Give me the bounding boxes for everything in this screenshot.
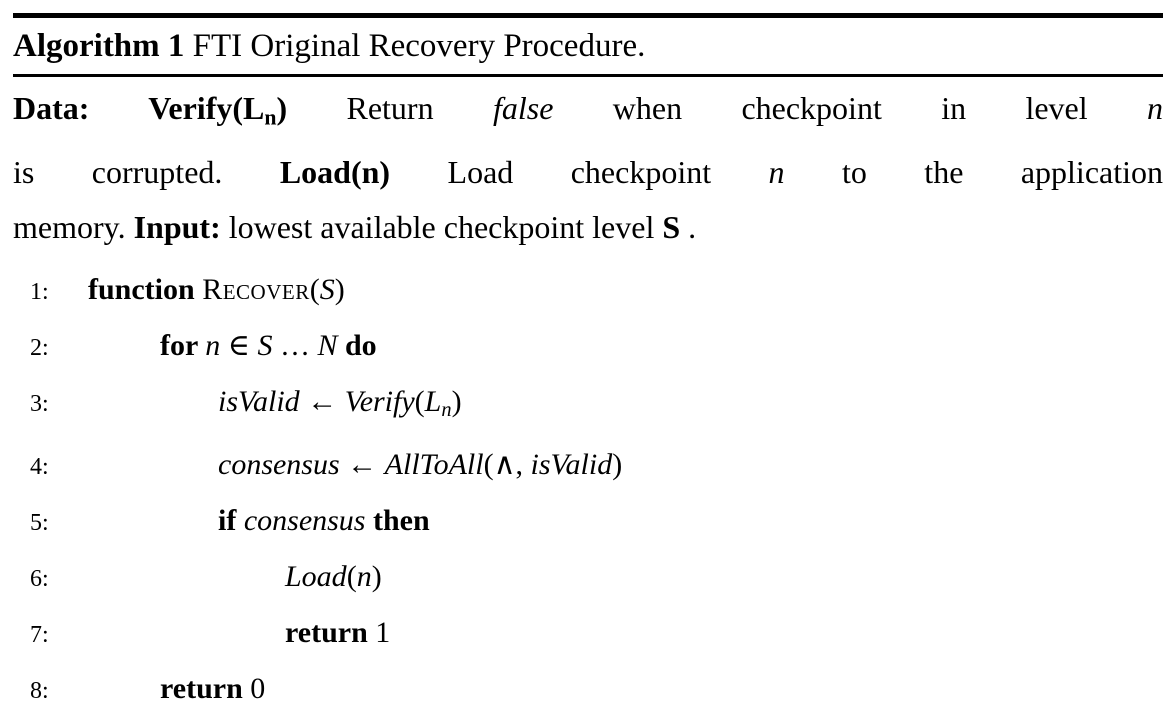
text-segment: then bbox=[365, 503, 430, 537]
text-segment: lowest available checkpoint level bbox=[220, 209, 663, 246]
code-line: 7: return 1 bbox=[13, 606, 1163, 662]
line-number: 7: bbox=[30, 621, 49, 648]
text-segment: ) bbox=[371, 559, 382, 593]
line-number: 5: bbox=[30, 509, 49, 536]
code-content: function Recover(S) bbox=[88, 263, 345, 317]
text-segment: false bbox=[492, 90, 554, 126]
text-segment: ) bbox=[612, 447, 623, 481]
text-segment: when checkpoint in level bbox=[553, 90, 1148, 126]
text-segment: ∈ bbox=[220, 329, 258, 363]
text-segment: ) bbox=[276, 90, 288, 126]
text-segment: if bbox=[218, 503, 244, 537]
text-segment: n bbox=[356, 559, 372, 593]
text-segment: Load checkpoint bbox=[390, 154, 769, 191]
code-line: 4: consensus ← AllToAll(∧, isValid) bbox=[13, 438, 1163, 494]
text-segment: Load(n) bbox=[279, 154, 391, 191]
text-segment: Input: bbox=[133, 209, 221, 246]
text-segment: L bbox=[424, 385, 442, 419]
line-number: 3: bbox=[30, 391, 49, 418]
text-segment: n bbox=[1147, 90, 1164, 126]
top-rule bbox=[13, 13, 1163, 18]
text-segment: (∧, bbox=[483, 447, 531, 481]
algorithm-label: Algorithm 1 bbox=[13, 28, 193, 64]
text-segment: return bbox=[285, 615, 376, 649]
text-segment: ← bbox=[299, 385, 345, 419]
preamble-line: Data: Verify(Ln) Return false when check… bbox=[13, 81, 1163, 145]
code-line: 2: for n ∈ S … N do bbox=[13, 319, 1163, 375]
code-content: for n ∈ S … N do bbox=[160, 319, 377, 373]
text-segment: isValid bbox=[218, 385, 300, 419]
text-segment: ← bbox=[339, 447, 385, 481]
text-segment: Recover bbox=[202, 273, 310, 307]
line-number: 8: bbox=[30, 677, 49, 704]
text-segment: memory. bbox=[13, 209, 134, 246]
text-segment: function bbox=[88, 273, 203, 307]
text-segment: n bbox=[441, 399, 452, 422]
line-number: 4: bbox=[30, 453, 49, 480]
text-segment: ( bbox=[414, 385, 425, 419]
line-number: 6: bbox=[30, 565, 49, 592]
code-content: return 1 bbox=[285, 606, 390, 660]
code-line: 8: return 0 bbox=[13, 662, 1163, 710]
algorithm-name: FTI Original Recovery Procedure. bbox=[192, 28, 646, 64]
code-line: 5: if consensus then bbox=[13, 494, 1163, 550]
text-segment: do bbox=[337, 329, 377, 363]
code-content: return 0 bbox=[160, 662, 265, 710]
code-line: 3: isValid ← Verify(Ln) bbox=[13, 375, 1163, 437]
line-number: 1: bbox=[30, 279, 49, 306]
text-segment: S bbox=[319, 273, 335, 307]
text-segment: Verify(L bbox=[148, 90, 265, 126]
text-segment: Verify bbox=[344, 385, 415, 419]
code-content: Load(n) bbox=[285, 550, 382, 604]
text-segment: isValid bbox=[530, 447, 613, 481]
text-segment: return bbox=[160, 671, 251, 705]
text-segment: . bbox=[680, 209, 697, 246]
text-segment: Load bbox=[285, 559, 347, 593]
text-segment: Return bbox=[287, 90, 493, 126]
text-segment: Data: bbox=[13, 90, 149, 126]
text-segment: … bbox=[272, 329, 318, 363]
preamble-line: memory. Input: lowest available checkpoi… bbox=[13, 200, 1163, 255]
text-segment: ( bbox=[346, 559, 357, 593]
code-content: consensus ← AllToAll(∧, isValid) bbox=[218, 438, 622, 492]
text-segment: n bbox=[264, 105, 277, 130]
text-segment: 1 bbox=[375, 615, 391, 649]
text-segment: n bbox=[205, 329, 221, 363]
text-segment: is corrupted. bbox=[13, 154, 280, 191]
text-segment: consensus bbox=[218, 447, 340, 481]
text-segment: S bbox=[257, 329, 273, 363]
line-number: 2: bbox=[30, 335, 49, 362]
code-content: isValid ← Verify(Ln) bbox=[218, 375, 462, 437]
text-segment: N bbox=[317, 329, 338, 363]
text-segment: for bbox=[160, 329, 206, 363]
code-line: 6: Load(n) bbox=[13, 550, 1163, 606]
algorithm-title: Algorithm 1 FTI Original Recovery Proced… bbox=[13, 18, 1163, 74]
text-segment: ( bbox=[309, 273, 320, 307]
text-segment: ) bbox=[334, 273, 345, 307]
title-separator-rule bbox=[13, 74, 1163, 77]
code-line: 1: function Recover(S) bbox=[13, 263, 1163, 319]
text-segment: n bbox=[768, 154, 785, 191]
text-segment: AllToAll bbox=[384, 447, 484, 481]
text-segment: S bbox=[662, 209, 681, 246]
text-segment: consensus bbox=[243, 503, 366, 537]
code-content: if consensus then bbox=[218, 494, 430, 548]
text-segment: ) bbox=[451, 385, 462, 419]
preamble: Data: Verify(Ln) Return false when check… bbox=[13, 81, 1163, 255]
preamble-line: is corrupted. Load(n) Load checkpoint n … bbox=[13, 145, 1163, 200]
text-segment: 0 bbox=[250, 671, 266, 705]
text-segment: to the application bbox=[784, 154, 1163, 191]
